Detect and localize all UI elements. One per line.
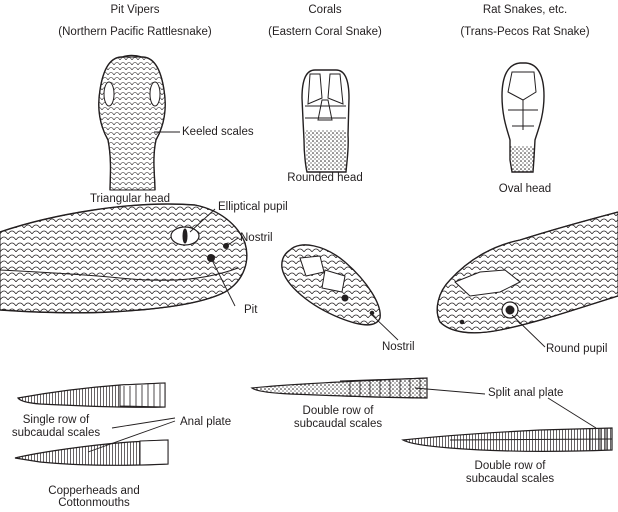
- label-double-row-1: Double row of subcaudal scales: [288, 405, 388, 431]
- label-triangular-head: Triangular head: [70, 193, 190, 206]
- header-corals-title: Corals: [250, 4, 400, 17]
- label-round-pupil: Round pupil: [546, 343, 607, 356]
- rat-snake-head-side-view: [437, 212, 618, 333]
- label-double-row-2: Double row of subcaudal scales: [460, 460, 560, 486]
- label-oval-head: Oval head: [470, 183, 580, 196]
- label-copperheads-cottonmouths: Copperheads and Cottonmouths: [34, 485, 154, 509]
- pit-viper-head-top-view: [99, 56, 166, 191]
- label-pit: Pit: [244, 304, 257, 317]
- label-single-row: Single row of subcaudal scales: [6, 414, 106, 440]
- rat-snake-head-top-view: [502, 63, 544, 172]
- label-split-anal-plate: Split anal plate: [488, 387, 563, 400]
- label-anal-plate: Anal plate: [180, 416, 231, 429]
- label-elliptical-pupil: Elliptical pupil: [218, 201, 288, 214]
- pit-viper-head-side-view: [0, 204, 247, 313]
- label-nostril-viper: Nostril: [240, 232, 273, 245]
- double-row-tail-1: [252, 378, 427, 398]
- copperhead-tail-lower: [15, 440, 168, 465]
- header-rat-snakes-species: (Trans-Pecos Rat Snake): [425, 26, 618, 39]
- header-rat-snakes-title: Rat Snakes, etc.: [450, 4, 600, 17]
- double-row-tail-2: [403, 428, 612, 451]
- coral-snake-head-side-view: [282, 245, 380, 325]
- label-keeled-scales: Keeled scales: [182, 126, 254, 139]
- copperhead-tail-upper: [18, 383, 165, 407]
- header-pit-vipers-title: Pit Vipers: [60, 4, 210, 17]
- header-corals-species: (Eastern Coral Snake): [240, 26, 410, 39]
- label-rounded-head: Rounded head: [270, 172, 380, 185]
- label-nostril-coral: Nostril: [382, 341, 415, 354]
- coral-snake-head-top-view: [302, 70, 349, 172]
- header-pit-vipers-species: (Northern Pacific Rattlesnake): [20, 26, 250, 39]
